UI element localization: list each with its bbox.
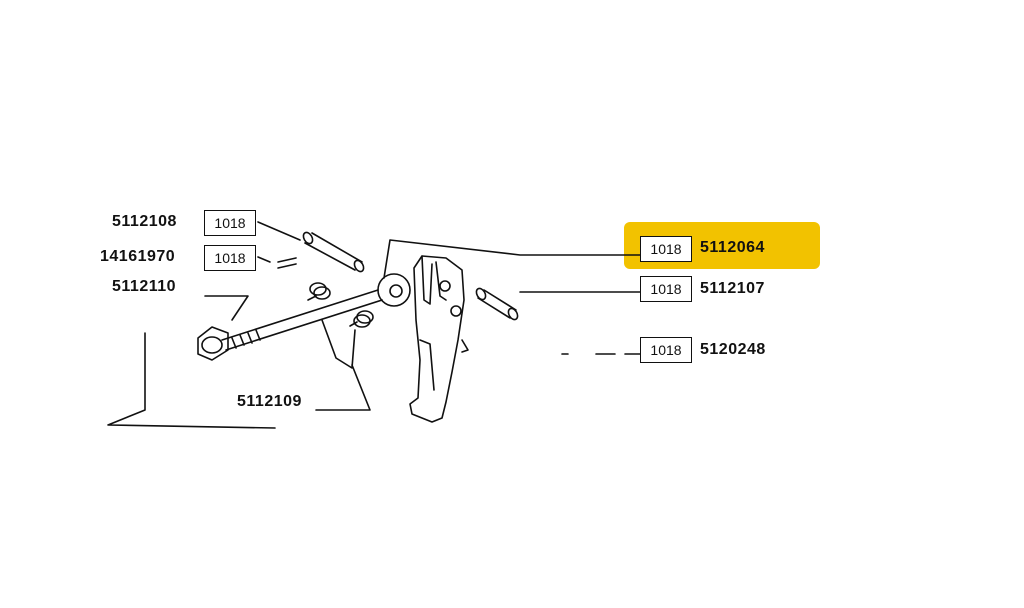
part-number-label-highlighted: 5112064 bbox=[700, 239, 765, 256]
quantity-box: 1018 bbox=[640, 276, 692, 302]
quantity-box: 1018 bbox=[640, 337, 692, 363]
part-number-label: 5112109 bbox=[237, 393, 302, 410]
leader-line-5112108 bbox=[257, 221, 301, 241]
quantity-box-highlighted: 1018 bbox=[640, 236, 692, 262]
quantity-box: 1018 bbox=[204, 245, 256, 271]
part-number-label: 14161970 bbox=[100, 248, 176, 265]
bolt-5112110 bbox=[197, 289, 383, 361]
spring-lower bbox=[349, 310, 374, 328]
leader-line-5112064 bbox=[383, 239, 641, 279]
quantity-box: 1018 bbox=[204, 210, 256, 236]
leader-line-14161970 bbox=[257, 256, 271, 263]
leader-line-bracket bbox=[107, 332, 276, 429]
part-number-label: 5112107 bbox=[700, 280, 765, 297]
leader-line-5112110 bbox=[204, 295, 249, 321]
part-number-label: 5112108 bbox=[112, 213, 177, 230]
eyebolt-head bbox=[377, 273, 411, 307]
spring-upper bbox=[307, 282, 331, 301]
part-number-label: 5120248 bbox=[700, 341, 766, 358]
part-number-label: 5112110 bbox=[112, 278, 177, 295]
pin-14161970 bbox=[277, 257, 297, 269]
leader-line-5112109 bbox=[315, 364, 371, 411]
pin-5112107 bbox=[475, 287, 519, 321]
lever-5112064 bbox=[409, 255, 469, 423]
bracket-plate bbox=[321, 319, 356, 369]
pin-5112108 bbox=[302, 231, 365, 273]
